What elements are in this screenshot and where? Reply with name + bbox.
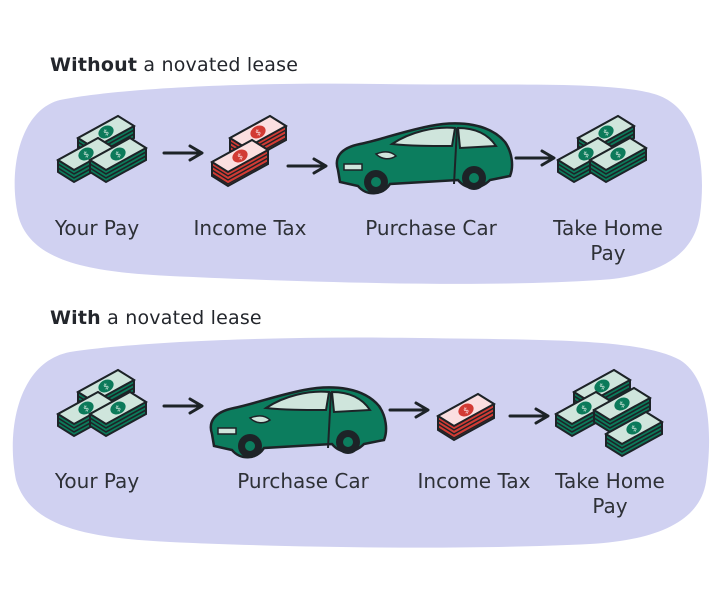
heading-with-lease: With a novated lease	[50, 307, 262, 329]
heading-bold: Without	[50, 54, 138, 76]
step-label: Your Pay	[54, 216, 140, 240]
step-label-line: Pay	[592, 494, 628, 518]
money-stack-green-icon	[58, 108, 158, 200]
arrow-right-icon	[162, 144, 204, 162]
step-label-multiline: Take Home Pay	[548, 216, 668, 266]
heading-rest: a novated lease	[143, 54, 299, 76]
step-label: Income Tax	[193, 216, 307, 240]
money-stack-red-icon	[437, 393, 495, 441]
step-label-line: Take Home	[555, 469, 665, 493]
arrow-right-icon	[286, 157, 328, 175]
step-label: Purchase Car	[365, 216, 497, 240]
arrow-right-icon	[162, 397, 204, 415]
heading-rest: a novated lease	[107, 307, 262, 329]
step-label-line: Pay	[590, 241, 626, 265]
money-stack-green-icon	[558, 108, 658, 200]
arrow-right-icon	[388, 401, 430, 419]
arrow-right-icon	[514, 149, 556, 167]
money-stack-green-icon	[58, 362, 158, 454]
heading-bold: With	[50, 307, 101, 329]
step-label-multiline: Take Home Pay	[550, 469, 670, 519]
step-label: Purchase Car	[237, 469, 369, 493]
step-label: Your Pay	[54, 469, 140, 493]
arrow-right-icon	[508, 407, 550, 425]
money-stack-red-icon	[211, 115, 287, 187]
step-label: Income Tax	[417, 469, 531, 493]
car-icon	[335, 122, 514, 196]
heading-without-lease: Without a novated lease	[50, 54, 298, 76]
car-icon	[209, 386, 388, 460]
money-stack-green-large-icon	[555, 369, 663, 457]
step-label-line: Take Home	[553, 216, 663, 240]
